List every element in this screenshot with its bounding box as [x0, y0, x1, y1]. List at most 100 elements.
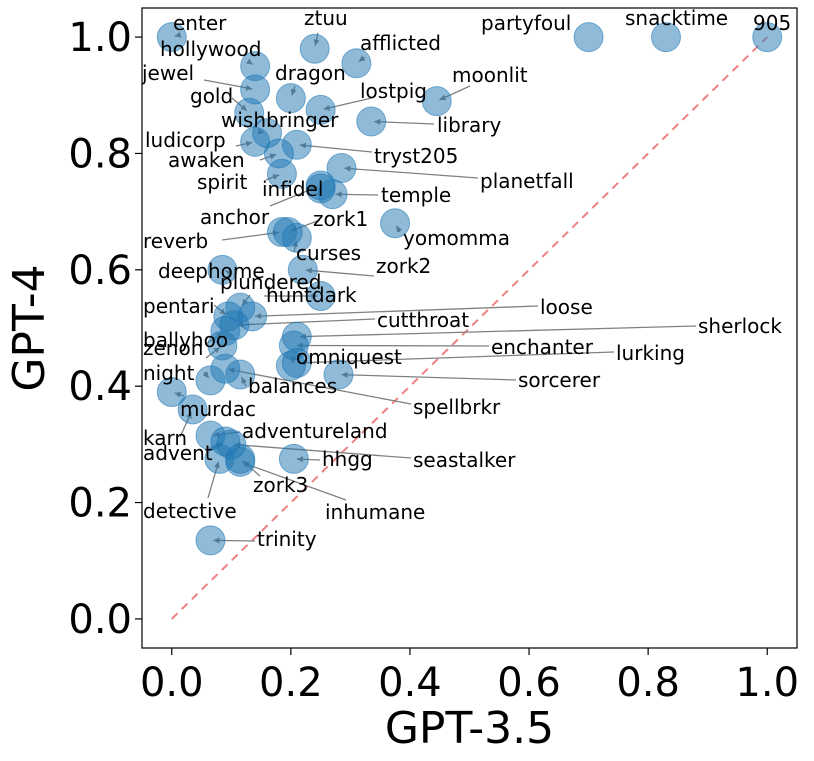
data-point-karn — [177, 394, 208, 425]
leader-line-inhumane — [242, 462, 347, 501]
point-label-dragon: dragon — [275, 61, 346, 85]
x-tick-label: 0.2 — [259, 660, 323, 706]
data-point-afflicted — [341, 48, 372, 79]
point-label-zork3: zork3 — [253, 473, 308, 497]
point-label-sorcerer: sorcerer — [518, 368, 601, 392]
point-label-partyfoul: partyfoul — [481, 11, 571, 35]
point-label-zork1: zork1 — [313, 207, 368, 231]
y-tick-label: 0.0 — [68, 597, 132, 643]
point-label-ztuu: ztuu — [304, 6, 348, 30]
data-point-detective — [204, 443, 235, 474]
leader-line-planetfall — [344, 167, 479, 179]
point-label-huntdark: huntdark — [266, 283, 357, 307]
data-point-trinity — [195, 525, 226, 556]
x-tick-label: 0.4 — [378, 660, 442, 706]
point-label-omniquest: omniquest — [296, 345, 402, 369]
leader-line-tryst205 — [299, 144, 373, 153]
point-label-detective: detective — [143, 499, 237, 523]
point-label-zork2: zork2 — [376, 254, 431, 278]
point-label-hhgg: hhgg — [322, 447, 373, 471]
point-label-lurking: lurking — [616, 341, 685, 365]
data-point-dragon — [275, 83, 306, 114]
point-label-enter: enter — [173, 11, 227, 35]
data-point-905 — [752, 22, 783, 53]
point-label-lostpig: lostpig — [360, 79, 427, 103]
point-label-murdac: murdac — [180, 397, 256, 421]
point-label-balances: balances — [248, 374, 337, 398]
point-label-advent: advent — [143, 441, 213, 465]
point-label-jewel: jewel — [141, 61, 194, 85]
y-tick-label: 1.0 — [68, 15, 132, 61]
point-label-temple: temple — [381, 183, 451, 207]
point-label-afflicted: afflicted — [360, 31, 441, 55]
data-point-anchor — [305, 170, 336, 201]
point-label-spirit: spirit — [197, 170, 247, 194]
x-tick-label: 1.0 — [735, 660, 799, 706]
point-label-adventureland: adventureland — [242, 419, 388, 443]
point-label-curses: curses — [296, 241, 361, 265]
point-label-spellbrkr: spellbrkr — [413, 395, 501, 419]
x-axis-title: GPT-3.5 — [385, 703, 554, 754]
point-label-reverb: reverb — [143, 229, 208, 253]
point-label-awaken: awaken — [168, 148, 245, 172]
point-label-moonlit: moonlit — [452, 63, 528, 87]
leader-line-lurking — [299, 351, 615, 364]
data-point-ztuu — [299, 33, 330, 64]
point-label-zenon: zenon — [143, 336, 203, 360]
point-label-trinity: trinity — [257, 527, 317, 551]
y-tick-label: 0.4 — [68, 364, 132, 410]
data-point-curses — [281, 222, 312, 253]
x-tick-label: 0.8 — [616, 660, 680, 706]
point-label-infidel: infidel — [262, 177, 323, 201]
leader-line-sherlock — [299, 325, 697, 338]
point-label-sherlock: sherlock — [698, 314, 782, 338]
leader-line-sorcerer — [341, 373, 517, 381]
y-tick-label: 0.2 — [68, 481, 132, 527]
point-label-night: night — [143, 361, 195, 385]
point-label-inhumane: inhumane — [325, 500, 425, 524]
x-tick-label: 0.0 — [140, 660, 204, 706]
point-label-karn: karn — [143, 426, 187, 450]
point-label-plundered: plundered — [220, 270, 321, 294]
data-point-spirit — [266, 158, 297, 189]
point-label-hollywood: hollywood — [160, 37, 261, 61]
point-label-enchanter: enchanter — [491, 335, 594, 359]
data-point-omniquest — [275, 350, 306, 381]
data-point-lostpig — [305, 94, 336, 125]
point-label-pentari: pentari — [143, 294, 215, 318]
point-label-tryst205: tryst205 — [374, 144, 458, 168]
data-point-partyfoul — [573, 22, 604, 53]
y-axis-title: GPT-4 — [4, 264, 55, 391]
data-point-gold — [234, 97, 265, 128]
data-point-deephome — [207, 254, 238, 285]
point-label-yomomma: yomomma — [403, 226, 510, 250]
data-point-snacktime — [651, 22, 681, 53]
y-tick-label: 0.8 — [68, 131, 132, 177]
leader-line-enchanter — [296, 344, 490, 347]
reference-line-layer — [171, 36, 768, 620]
point-label-cutthroat: cutthroat — [377, 308, 469, 332]
point-label-loose: loose — [540, 295, 593, 319]
point-label-gold: gold — [190, 84, 233, 108]
data-point-moonlit — [421, 86, 452, 117]
point-layer — [156, 22, 783, 556]
data-point-enter — [156, 22, 187, 53]
data-point-library — [356, 106, 387, 137]
data-point-sorcerer — [323, 359, 354, 390]
data-point-spellbrkr — [210, 353, 241, 384]
point-label-905: 905 — [753, 11, 791, 35]
point-label-wishbringer: wishbringer — [221, 108, 339, 132]
leader-line-spellbrkr — [228, 368, 412, 405]
data-point-murdac — [156, 377, 187, 407]
plot-frame — [141, 7, 798, 649]
point-label-library: library — [437, 113, 502, 137]
data-point-huntdark — [305, 281, 336, 311]
point-label-anchor: anchor — [200, 205, 270, 229]
point-label-ballyhoo: ballyhoo — [143, 328, 228, 352]
point-label-snacktime: snacktime — [625, 6, 728, 30]
leader-line-loose — [255, 305, 539, 317]
point-label-seastalker: seastalker — [413, 448, 516, 472]
x-tick-label: 0.6 — [497, 660, 561, 706]
